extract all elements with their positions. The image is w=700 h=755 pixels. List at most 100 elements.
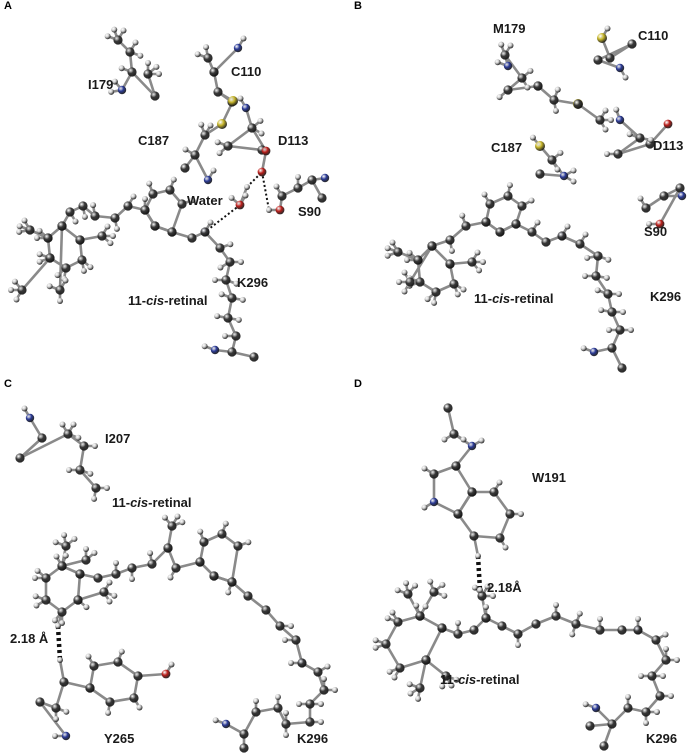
label-retinal-d: 11-cis-retinal: [440, 672, 520, 687]
hydrogen-atom: [396, 279, 402, 285]
carbon-atom: [15, 453, 25, 463]
carbon-atom: [659, 191, 669, 201]
label-water: Water: [187, 193, 223, 208]
carbon-atom: [75, 235, 85, 245]
carbon-atom: [199, 537, 209, 547]
carbon-atom: [661, 655, 671, 665]
hydrogen-atom: [80, 267, 87, 274]
carbon-atom: [605, 53, 615, 63]
hydrogen-atom: [207, 122, 214, 129]
hydrogen-atom: [57, 657, 63, 663]
hydrogen-atom: [553, 602, 559, 608]
hydrogen-atom: [245, 539, 252, 546]
carbon-atom: [481, 217, 491, 227]
hydrogen-atom: [71, 535, 78, 542]
label-d113: D113: [278, 133, 309, 148]
carbon-atom: [133, 671, 143, 681]
carbon-atom: [497, 621, 507, 631]
hydrogen-atom: [21, 405, 28, 412]
hydrogen-atom: [189, 197, 196, 204]
carbon-atom: [239, 729, 249, 739]
panel-c-letter: C: [4, 378, 12, 390]
label-k296: K296: [237, 275, 269, 290]
hydrogen-atom: [412, 582, 419, 589]
hydrogen-atom: [81, 213, 88, 220]
carbon-atom: [495, 227, 505, 237]
carbon-atom: [190, 150, 200, 160]
panel-d-molecule: [372, 403, 680, 751]
carbon-atom: [443, 403, 453, 413]
hydrogen-atom: [111, 78, 118, 85]
hydrogen-atom: [384, 252, 391, 259]
carbon-atom: [297, 658, 307, 668]
carbon-atom: [217, 529, 227, 539]
hydrogen-atom: [620, 309, 626, 315]
carbon-atom: [451, 461, 461, 471]
label-retinal-c: 11-cis-retinal: [112, 495, 192, 510]
carbon-atom: [45, 253, 55, 263]
hydrogen-atom: [439, 683, 446, 690]
carbon-atom: [319, 685, 329, 695]
hydrogen-atom: [454, 291, 461, 298]
hydrogen-atom: [448, 247, 455, 254]
bond: [20, 256, 52, 292]
carbon-atom: [415, 683, 425, 693]
hydrogen-atom: [36, 227, 43, 234]
carbon-atom: [445, 235, 455, 245]
carbon-atom: [453, 509, 463, 519]
hydrogen-atom: [296, 701, 302, 707]
hydrogen-atom: [36, 258, 43, 265]
carbon-atom: [593, 55, 603, 65]
hydrogen-atom: [57, 298, 63, 304]
bond: [506, 84, 540, 92]
carbon-atom: [195, 557, 205, 567]
carbon-atom: [150, 91, 160, 101]
hydrogen-atom: [604, 151, 610, 157]
hydrogen-atom: [156, 71, 162, 77]
bond: [408, 244, 434, 284]
carbon-atom: [105, 697, 115, 707]
hydrogen-atom: [534, 219, 541, 226]
hydrogen-atom: [147, 550, 154, 557]
hydrogen-atom: [118, 65, 125, 72]
hydrogen-atom: [111, 592, 118, 599]
hydrogen-atom: [606, 327, 612, 333]
hydrogen-atom: [129, 576, 135, 582]
hydrogen-atom: [203, 44, 210, 51]
hydrogen-atom: [384, 615, 391, 622]
hydrogen-atom: [91, 495, 98, 502]
carbon-atom: [75, 465, 85, 475]
hydrogen-atom: [282, 637, 288, 643]
carbon-atom: [73, 595, 83, 605]
carbon-atom: [549, 95, 559, 105]
hydrogen-atom: [113, 560, 119, 566]
hydrogen-atom: [528, 197, 535, 204]
hydrogen-atom: [53, 553, 60, 560]
hydrogen-atom: [113, 225, 120, 232]
carbon-atom: [113, 35, 123, 45]
nitrogen-atom: [589, 347, 599, 357]
hydrogen-atom: [104, 223, 111, 230]
hydrogen-atom: [16, 223, 23, 230]
hydrogen-atom: [674, 657, 680, 663]
hydrogen-atom: [552, 107, 559, 114]
hydrogen-atom: [654, 709, 660, 715]
nitrogen-atom: [210, 345, 220, 355]
carbon-atom: [91, 483, 101, 493]
carbon-atom: [393, 247, 403, 257]
hydrogen-atom: [52, 539, 59, 546]
hydrogen-atom: [72, 218, 79, 225]
oxygen-atom: [161, 669, 171, 679]
carbon-atom: [150, 221, 160, 231]
carbon-atom: [78, 201, 88, 211]
hydrogen-atom: [62, 277, 69, 284]
label-c110-b: C110: [638, 28, 669, 43]
hydrogen-atom: [439, 581, 446, 588]
bond: [130, 70, 157, 98]
hydrogen-atom: [222, 520, 229, 527]
hydrogen-bond: [475, 555, 483, 591]
hydrogen-bond: [55, 625, 63, 661]
hydrogen-atom: [483, 604, 489, 610]
carbon-atom: [421, 655, 431, 665]
carbon-atom: [647, 671, 657, 681]
